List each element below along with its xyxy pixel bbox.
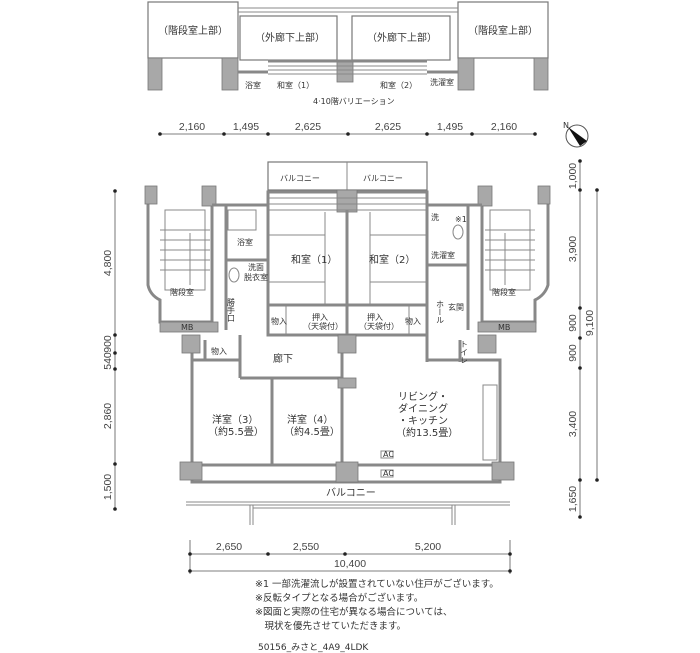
variation-stair-top-right: （階段室上部） [468,24,538,37]
room-balcony-bottom: バルコニー [326,487,376,499]
top-dimensions: 2,160 1,495 2,625 2,625 1,495 2,160 [158,121,537,136]
service-door: 勝手口 [227,297,236,322]
room-bath: 浴室 [237,237,253,247]
room-yoshitsu3: 洋室（3） [212,413,258,426]
room-corridor: 廊下 [273,352,293,365]
dim-label: 2,160 [491,121,517,133]
ac-unit-outdoor: AC [383,469,394,478]
room-toilet: トイレ [460,340,469,364]
dim-label: 5,200 [415,541,441,553]
room-storage-left: 物入 [211,346,227,356]
room-ldk-2: ダイニング [398,402,448,415]
wash-mark: 洗 [431,212,439,222]
room-storage-mid-left: 物入 [271,316,287,326]
room-hall: ホール [436,300,445,324]
room-oshiire1-sub: （天袋付） [303,321,343,331]
room-balcony-top-right: バルコニー [363,174,403,183]
dim-total: 10,400 [334,558,366,570]
dim-label: 2,625 [295,121,321,133]
dim-label: 2,550 [293,541,319,553]
room-mb-left: MB [181,323,193,332]
room-ldk-size: （約13.5畳） [396,426,458,439]
plan-code: 50156_みさと_4A9_4LDK [258,643,369,653]
dim-total: 9,100 [584,310,596,336]
dim-label: 1,495 [233,121,259,133]
dim-label: 1,650 [567,486,579,512]
variation-washitsu2: 和室（2） [380,80,417,90]
dim-label: 3,900 [567,236,579,262]
room-washroom-2: 脱衣室 [244,272,268,282]
room-laundry: 洗濯室 [431,250,455,260]
room-entrance: 玄関 [448,302,464,312]
main-plan [144,161,551,525]
variation-caption: 4·10階バリエーション [313,96,395,106]
variation-laundry: 洗濯室 [430,77,454,87]
variation-bath: 浴室 [245,80,261,90]
room-oshiire1: 押入 [312,312,328,322]
room-washroom: 洗面 [248,262,264,272]
dim-label: 900 [102,335,114,353]
room-labels: バルコニー バルコニー 和室（1） 和室（2） 浴室 洗面 脱衣室 階段室 階段… [170,174,516,499]
variation-corridor-top-right: （外廊下上部） [367,31,437,44]
room-yoshitsu3-size: （約5.5畳） [208,425,264,438]
variation-stair-top-left: （階段室上部） [158,24,228,37]
room-storage-mid-right: 物入 [405,316,421,326]
dim-label: 1,000 [567,163,579,189]
dim-label: 2,625 [375,121,401,133]
dim-label: 540 [102,352,114,370]
notes: ※1 一部洗濯流しが設置されていない住戸がございます。 ※反転タイプとなる場合が… [255,578,499,634]
dim-label: 2,860 [102,403,114,429]
room-washitsu1: 和室（1） [291,253,337,266]
room-washitsu2: 和室（2） [369,253,415,266]
variation-corridor-top-left: （外廊下上部） [255,31,325,44]
bottom-dimensions: 2,650 2,550 5,200 10,400 [188,540,512,574]
ac-unit: AC [383,450,394,459]
dim-label: 3,400 [567,411,579,437]
room-mb-right: MB [498,323,510,332]
compass-label: N [563,121,569,130]
room-oshiire2-sub: （天袋付） [359,321,399,331]
note: 現状を優先させていただきます。 [255,621,407,632]
note: ※反転タイプとなる場合がございます。 [255,593,424,604]
dim-label: 4,800 [102,250,114,276]
dim-label: 900 [567,344,579,362]
dim-label: 2,650 [216,541,242,553]
note: ※図面と実際の住宅が異なる場合については、 [255,607,453,618]
room-ldk-3: ・キッチン [398,415,448,427]
room-stair-left: 階段室 [170,287,194,297]
room-stair-right: 階段室 [492,287,516,297]
dim-label: 2,160 [179,121,205,133]
variation-washitsu1: 和室（1） [277,80,314,90]
dim-label: 1,500 [102,474,114,500]
room-oshiire2: 押入 [367,312,383,322]
room-yoshitsu4: 洋室（4） [287,413,333,426]
north-compass-icon: N [563,121,589,148]
note-mark: ※1 [455,215,467,224]
room-balcony-top-left: バルコニー [280,174,320,183]
variation-plan: （階段室上部） （外廊下上部） （外廊下上部） （階段室上部） 浴室 和室（1）… [147,1,549,106]
room-yoshitsu4-size: （約4.5畳） [284,425,340,438]
right-dimensions: 1,000 3,900 900 900 3,400 1,650 9,100 [567,159,599,519]
note: ※1 一部洗濯流しが設置されていない住戸がございます。 [255,579,499,590]
dim-label: 1,495 [437,121,463,133]
room-ldk: リビング・ [398,390,448,403]
left-dimensions: 4,800 900 540 2,860 1,500 [102,189,117,511]
dim-label: 900 [567,314,579,332]
